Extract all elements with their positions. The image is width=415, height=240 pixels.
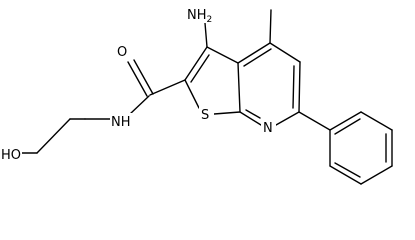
hydroxyl-label: HO bbox=[1, 148, 21, 163]
bond-ph-5-inner bbox=[334, 162, 361, 178]
bond-carbonyl-double-2 bbox=[133, 59, 154, 95]
carbonyl-oxygen-label: O bbox=[117, 45, 127, 60]
bonds bbox=[18, 9, 393, 185]
label-bg-ho bbox=[0, 146, 22, 160]
bond-carbonyl-double-1 bbox=[127, 61, 148, 97]
bond-carbonyl-c2 bbox=[149, 79, 186, 96]
label-bg-o bbox=[116, 42, 132, 58]
bond-c3-c3a bbox=[206, 46, 239, 64]
bond-c1-c2 bbox=[36, 118, 71, 154]
bond-nh-carbonyl-c bbox=[129, 95, 150, 115]
atom-labels: O NH2 NH HO S N bbox=[0, 5, 276, 163]
bond-c3-nh2 bbox=[204, 22, 208, 48]
bond-n7-c7a bbox=[239, 111, 262, 126]
bond-n7-c7a-inner bbox=[245, 109, 261, 119]
bond-c2-c3-thiophene bbox=[184, 46, 208, 81]
amino-subscript: 2 bbox=[207, 15, 213, 25]
bond-c3a-c7a bbox=[237, 62, 241, 113]
bond-c2-c3-thiophene-inner bbox=[190, 54, 210, 83]
amide-n-text: N bbox=[111, 115, 121, 130]
bond-ph-5 bbox=[329, 165, 362, 185]
bond-s-c7a bbox=[213, 111, 241, 115]
bond-ph-1-inner bbox=[334, 118, 361, 135]
label-bg-n-ring bbox=[261, 119, 276, 133]
bond-c6-phenyl bbox=[298, 111, 331, 131]
bond-ph-1 bbox=[329, 111, 362, 131]
amide-nh-label: NH bbox=[111, 115, 131, 130]
bond-c5-c6 bbox=[298, 61, 301, 113]
amide-h-text: H bbox=[121, 115, 131, 130]
label-bg-nh bbox=[110, 113, 132, 127]
bond-c3a-c4 bbox=[237, 42, 271, 64]
amino-nh-text: NH bbox=[187, 8, 207, 23]
molecule-diagram: O NH2 NH HO S N bbox=[0, 5, 393, 185]
bond-c4-c5 bbox=[269, 42, 301, 63]
bond-ph-4 bbox=[360, 165, 393, 185]
bond-c3a-c4-inner bbox=[243, 48, 272, 67]
bond-c2-s bbox=[184, 79, 200, 109]
amino-group-label: NH2 bbox=[187, 8, 212, 25]
bond-c5-c6-inner bbox=[292, 65, 295, 109]
pyridine-nitrogen-label: N bbox=[263, 121, 273, 136]
bond-ph-2 bbox=[360, 111, 393, 131]
bond-c4-methyl bbox=[269, 9, 272, 44]
sulfur-label: S bbox=[201, 108, 209, 123]
label-bg-s bbox=[199, 106, 214, 120]
bond-c6-n7 bbox=[275, 111, 300, 126]
label-bg-nh2 bbox=[186, 5, 210, 23]
